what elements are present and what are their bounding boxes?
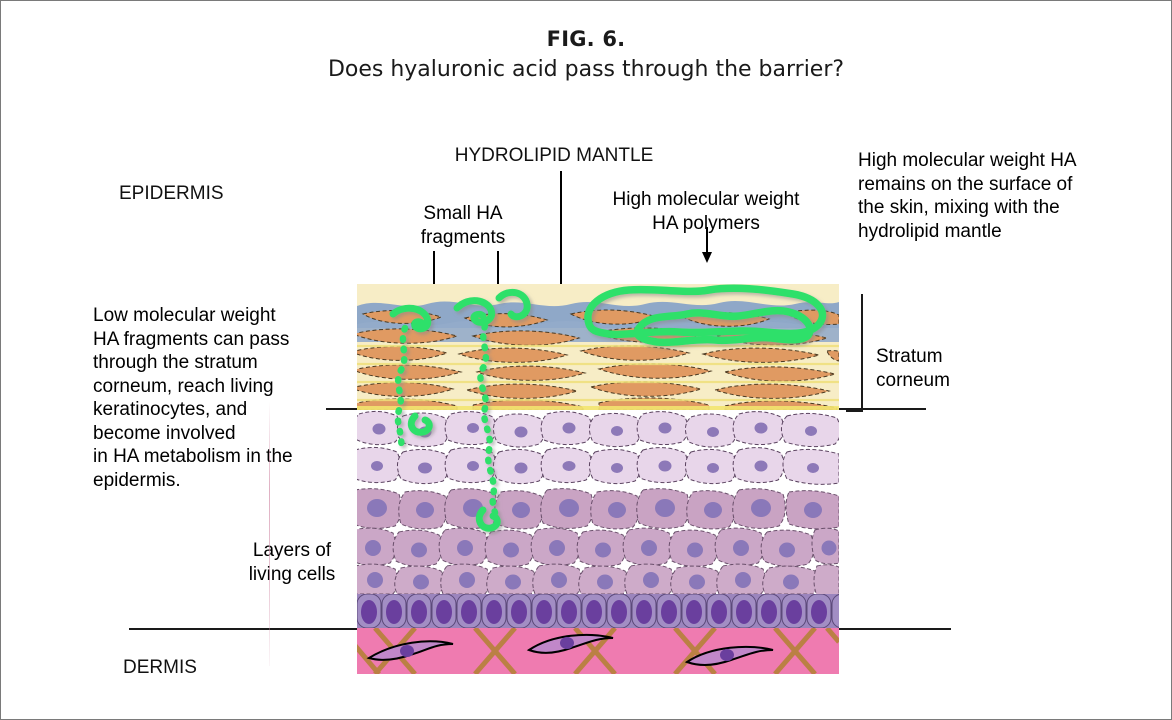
figure-number: FIG. 6. bbox=[546, 27, 626, 51]
skin-cross-section-diagram bbox=[357, 284, 839, 674]
ha-penetration-trail-right bbox=[477, 322, 501, 532]
label-hydrolipid-mantle: HYDROLIPID MANTLE bbox=[454, 145, 654, 166]
figure-subtitle: Does hyaluronic acid pass through the ba… bbox=[327, 57, 845, 82]
ha-green-overlay bbox=[389, 284, 827, 532]
note-high-molecular-weight: High molecular weight HA remains on the … bbox=[858, 150, 1077, 242]
note-low-molecular-weight: Low molecular weight HA fragments can pa… bbox=[93, 305, 293, 491]
corneocyte-group bbox=[357, 309, 839, 410]
label-stratum-corneum: Stratum corneum bbox=[876, 346, 950, 391]
dermis-layer bbox=[357, 628, 839, 674]
down-arrow-icon-hmw-polymers bbox=[701, 227, 713, 263]
faint-guide-line bbox=[269, 401, 270, 666]
hmw-ha-polymer-outline-lower bbox=[633, 306, 814, 347]
bracket-stratum-corneum-foot bbox=[846, 410, 863, 412]
small-ha-fragment-3 bbox=[495, 288, 531, 321]
ha-penetration-trail-left bbox=[394, 324, 409, 452]
small-ha-fragment-2 bbox=[453, 297, 496, 326]
small-ha-fragment-1 bbox=[389, 304, 432, 333]
label-hmw-ha-polymers: High molecular weight HA polymers bbox=[612, 189, 800, 234]
label-epidermis: EPIDERMIS bbox=[119, 183, 224, 204]
stratum-spinosum-layer bbox=[357, 488, 839, 594]
stratum-granulosum-layer bbox=[357, 410, 839, 488]
stratum-basale-layer bbox=[357, 594, 839, 628]
bracket-stratum-corneum bbox=[861, 294, 863, 412]
label-dermis: DERMIS bbox=[123, 657, 197, 678]
ha-in-granulosum bbox=[407, 412, 433, 436]
label-layers-of-living-cells: Layers of living cells bbox=[248, 540, 336, 585]
label-small-ha-fragments: Small HA fragments bbox=[420, 203, 506, 248]
ha-in-spinosum bbox=[475, 506, 501, 532]
